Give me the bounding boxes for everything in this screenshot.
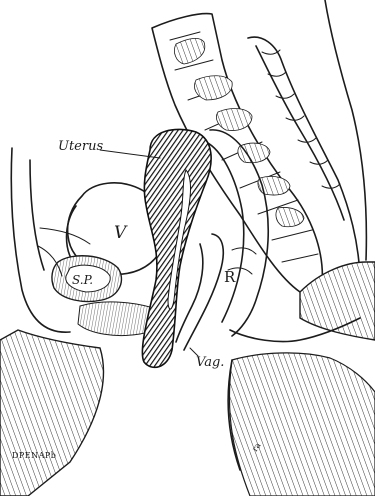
lower-body: [0, 262, 375, 496]
symphysis-label: S.P.: [72, 273, 93, 287]
rectum-label: R: [224, 268, 236, 286]
abdominal-wall: [11, 148, 163, 336]
signature-text: DPENAPb: [12, 451, 56, 460]
vagina-label: Vag.: [196, 355, 224, 370]
uterus-label: Uterus: [58, 139, 103, 154]
bladder-label: V: [114, 223, 128, 243]
back-outline: [248, 0, 366, 275]
